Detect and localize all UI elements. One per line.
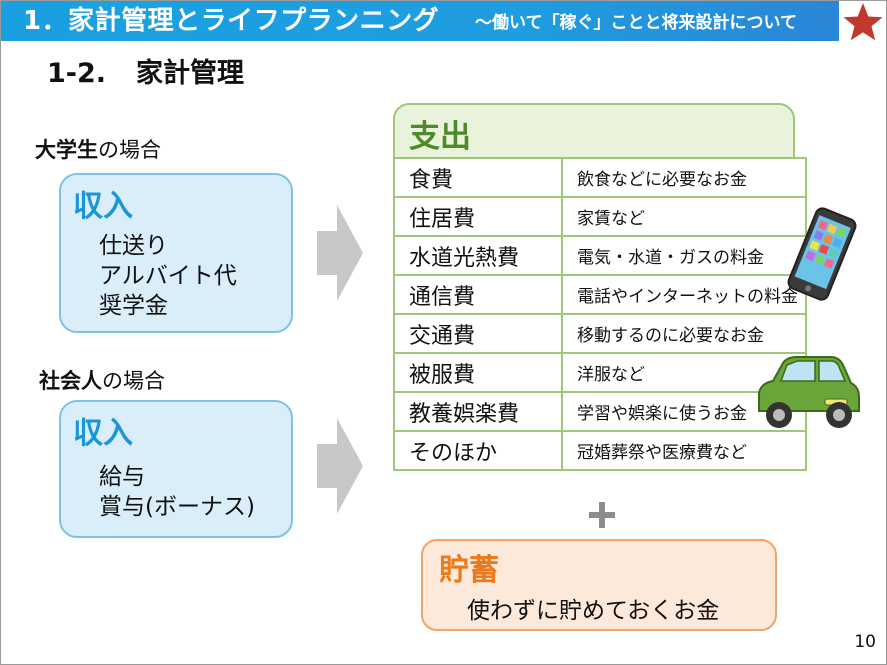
student-income-title: 収入 bbox=[73, 189, 133, 224]
expense-header: 支出 bbox=[393, 103, 795, 161]
expense-title: 支出 bbox=[409, 119, 471, 155]
student-label-rest: の場合 bbox=[98, 138, 161, 162]
list-item: アルバイト代 bbox=[99, 263, 237, 289]
worker-label-rest: の場合 bbox=[102, 369, 165, 393]
expense-category: 水道光熱費 bbox=[393, 235, 563, 276]
smartphone-illustration bbox=[787, 207, 857, 301]
expense-description: 家賃など bbox=[561, 196, 807, 237]
savings-title: 貯蓄 bbox=[439, 553, 499, 588]
expense-category: そのほか bbox=[393, 430, 563, 471]
student-income-box: 収入 仕送り アルバイト代 奨学金 bbox=[59, 173, 293, 333]
worker-income-box: 収入 給与 賞与(ボーナス) bbox=[59, 400, 293, 538]
expense-category: 住居費 bbox=[393, 196, 563, 237]
slide-subtitle: ～働いて「稼ぐ」ことと将来設計について bbox=[475, 13, 797, 33]
page-number: 10 bbox=[854, 632, 876, 652]
table-row: 被服費 洋服など bbox=[393, 352, 807, 393]
expense-category: 交通費 bbox=[393, 313, 563, 354]
worker-income-title: 収入 bbox=[73, 416, 133, 451]
list-item: 賞与(ボーナス) bbox=[99, 494, 255, 520]
table-row: 教養娯楽費 学習や娯楽に使うお金 bbox=[393, 391, 807, 432]
savings-description: 使わずに貯めておくお金 bbox=[467, 598, 720, 624]
title-bar: 1．家計管理とライフプランニング ～働いて「稼ぐ」ことと将来設計について bbox=[1, 1, 839, 41]
plus-icon bbox=[589, 502, 615, 528]
star-icon bbox=[843, 3, 883, 41]
table-row: 水道光熱費 電気・水道・ガスの料金 bbox=[393, 235, 807, 276]
student-income-list: 仕送り アルバイト代 奨学金 bbox=[99, 231, 237, 321]
arrow-right-icon bbox=[317, 418, 363, 514]
car-illustration bbox=[758, 356, 860, 428]
expense-table: 食費 飲食などに必要なお金 住居費 家賃など 水道光熱費 電気・水道・ガスの料金… bbox=[393, 157, 807, 471]
table-row: そのほか 冠婚葬祭や医療費など bbox=[393, 430, 807, 471]
arrow-right-icon bbox=[317, 205, 363, 301]
expense-description: 電話やインターネットの料金 bbox=[561, 274, 807, 315]
expense-description: 飲食などに必要なお金 bbox=[561, 157, 807, 198]
expense-description: 冠婚葬祭や医療費など bbox=[561, 430, 807, 471]
list-item: 給与 bbox=[99, 464, 145, 490]
list-item: 奨学金 bbox=[99, 293, 168, 319]
section-number: 1-2. bbox=[47, 58, 107, 89]
worker-case-label: 社会人の場合 bbox=[39, 365, 165, 395]
table-row: 交通費 移動するのに必要なお金 bbox=[393, 313, 807, 354]
section-title: 家計管理 bbox=[136, 58, 245, 89]
table-row: 住居費 家賃など bbox=[393, 196, 807, 237]
slide-title: 1．家計管理とライフプランニング bbox=[23, 6, 440, 36]
student-label-bold: 大学生 bbox=[35, 138, 98, 162]
expense-category: 通信費 bbox=[393, 274, 563, 315]
table-row: 通信費 電話やインターネットの料金 bbox=[393, 274, 807, 315]
worker-label-bold: 社会人 bbox=[39, 369, 102, 393]
worker-income-list: 給与 賞与(ボーナス) bbox=[99, 462, 255, 522]
expense-category: 教養娯楽費 bbox=[393, 391, 563, 432]
table-row: 食費 飲食などに必要なお金 bbox=[393, 157, 807, 198]
expense-description: 電気・水道・ガスの料金 bbox=[561, 235, 807, 276]
savings-box: 貯蓄 使わずに貯めておくお金 bbox=[421, 539, 777, 631]
expense-description: 移動するのに必要なお金 bbox=[561, 313, 807, 354]
section-heading: 1-2. 家計管理 bbox=[47, 51, 244, 90]
student-case-label: 大学生の場合 bbox=[35, 134, 161, 164]
expense-category: 食費 bbox=[393, 157, 563, 198]
list-item: 仕送り bbox=[99, 233, 168, 259]
expense-category: 被服費 bbox=[393, 352, 563, 393]
